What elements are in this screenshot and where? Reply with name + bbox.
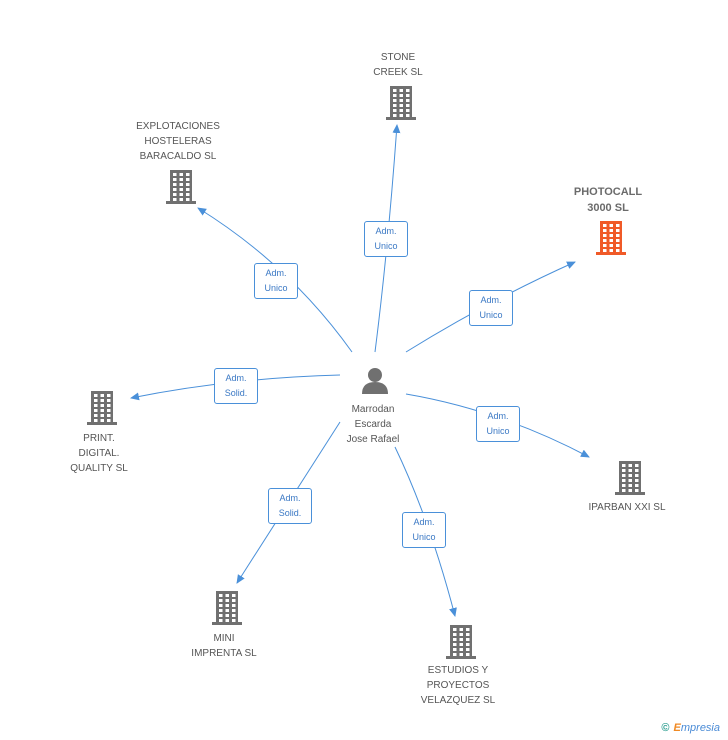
- company-name-stone-line: STONE: [380, 52, 416, 63]
- company-name-explotaciones-line: EXPLOTACIONES: [136, 121, 220, 132]
- role-label-line: Adm.: [279, 493, 301, 503]
- building-icon: [386, 86, 416, 120]
- company-name-mini: MINI IMPRENTA SL: [191, 631, 256, 661]
- building-icon: [446, 625, 476, 659]
- role-label-explotaciones[interactable]: Adm. Unico: [254, 263, 298, 299]
- role-label-line: Unico: [486, 426, 510, 436]
- role-label-iparban[interactable]: Adm. Unico: [476, 406, 520, 442]
- company-name-print-line: DIGITAL.: [78, 448, 120, 459]
- role-label-line: Adm.: [413, 517, 435, 527]
- company-name-print: PRINT. DIGITAL. QUALITY SL: [70, 431, 128, 476]
- role-label-line: Adm.: [265, 268, 287, 278]
- company-name-estudios-line: PROYECTOS: [426, 680, 490, 691]
- brand-name: mpresia: [680, 722, 720, 734]
- company-name-explotaciones: EXPLOTACIONES HOSTELERAS BARACALDO SL: [136, 119, 220, 164]
- role-label-stone[interactable]: Adm. Unico: [364, 221, 408, 257]
- copyright-symbol: ©: [661, 722, 670, 734]
- company-name-print-line: QUALITY SL: [70, 463, 128, 474]
- company-name-mini-line: IMPRENTA SL: [191, 648, 257, 659]
- building-icon: [596, 221, 626, 255]
- footer-brand: ©Empresia: [661, 722, 720, 734]
- person-name-line: Marrodan: [351, 404, 395, 415]
- building-icon: [166, 170, 196, 204]
- person-name-line: Jose Rafael: [346, 434, 400, 445]
- role-label-line: Adm.: [225, 373, 247, 383]
- building-icon: [615, 461, 645, 495]
- role-label-line: Unico: [412, 532, 436, 542]
- company-name-explotaciones-line: BARACALDO SL: [139, 151, 217, 162]
- role-label-line: Unico: [374, 241, 398, 251]
- company-name-iparban: IPARBAN XXI SL: [588, 500, 665, 515]
- person-icon: [362, 368, 388, 394]
- company-name-stone-line: CREEK SL: [373, 67, 423, 78]
- role-label-line: Solid.: [224, 388, 248, 398]
- building-icon: [87, 391, 117, 425]
- role-label-line: Solid.: [278, 508, 302, 518]
- company-name-iparban-line: IPARBAN XXI SL: [588, 502, 666, 513]
- brand-initial: E: [673, 722, 681, 734]
- company-name-estudios-line: VELAZQUEZ SL: [420, 695, 496, 706]
- role-label-mini[interactable]: Adm. Solid.: [268, 488, 312, 524]
- company-name-stone: STONE CREEK SL: [373, 50, 422, 80]
- role-label-line: Adm.: [480, 295, 502, 305]
- role-label-line: Unico: [479, 310, 503, 320]
- role-label-line: Unico: [264, 283, 288, 293]
- company-name-explotaciones-line: HOSTELERAS: [144, 136, 212, 147]
- company-name-photocall: PHOTOCALL 3000 SL: [574, 184, 642, 216]
- company-name-estudios-line: ESTUDIOS Y: [427, 665, 489, 676]
- company-name-photocall-line: 3000 SL: [587, 202, 629, 214]
- role-label-photocall[interactable]: Adm. Unico: [469, 290, 513, 326]
- role-label-line: Adm.: [375, 226, 397, 236]
- company-name-mini-line: MINI: [213, 633, 235, 644]
- company-name-photocall-line: PHOTOCALL: [573, 186, 643, 198]
- company-name-print-line: PRINT.: [83, 433, 115, 444]
- role-label-print[interactable]: Adm. Solid.: [214, 368, 258, 404]
- role-label-estudios[interactable]: Adm. Unico: [402, 512, 446, 548]
- person-name-line: Escarda: [354, 419, 392, 430]
- building-icon: [212, 591, 242, 625]
- company-name-estudios: ESTUDIOS Y PROYECTOS VELAZQUEZ SL: [421, 663, 495, 708]
- role-label-line: Adm.: [487, 411, 509, 421]
